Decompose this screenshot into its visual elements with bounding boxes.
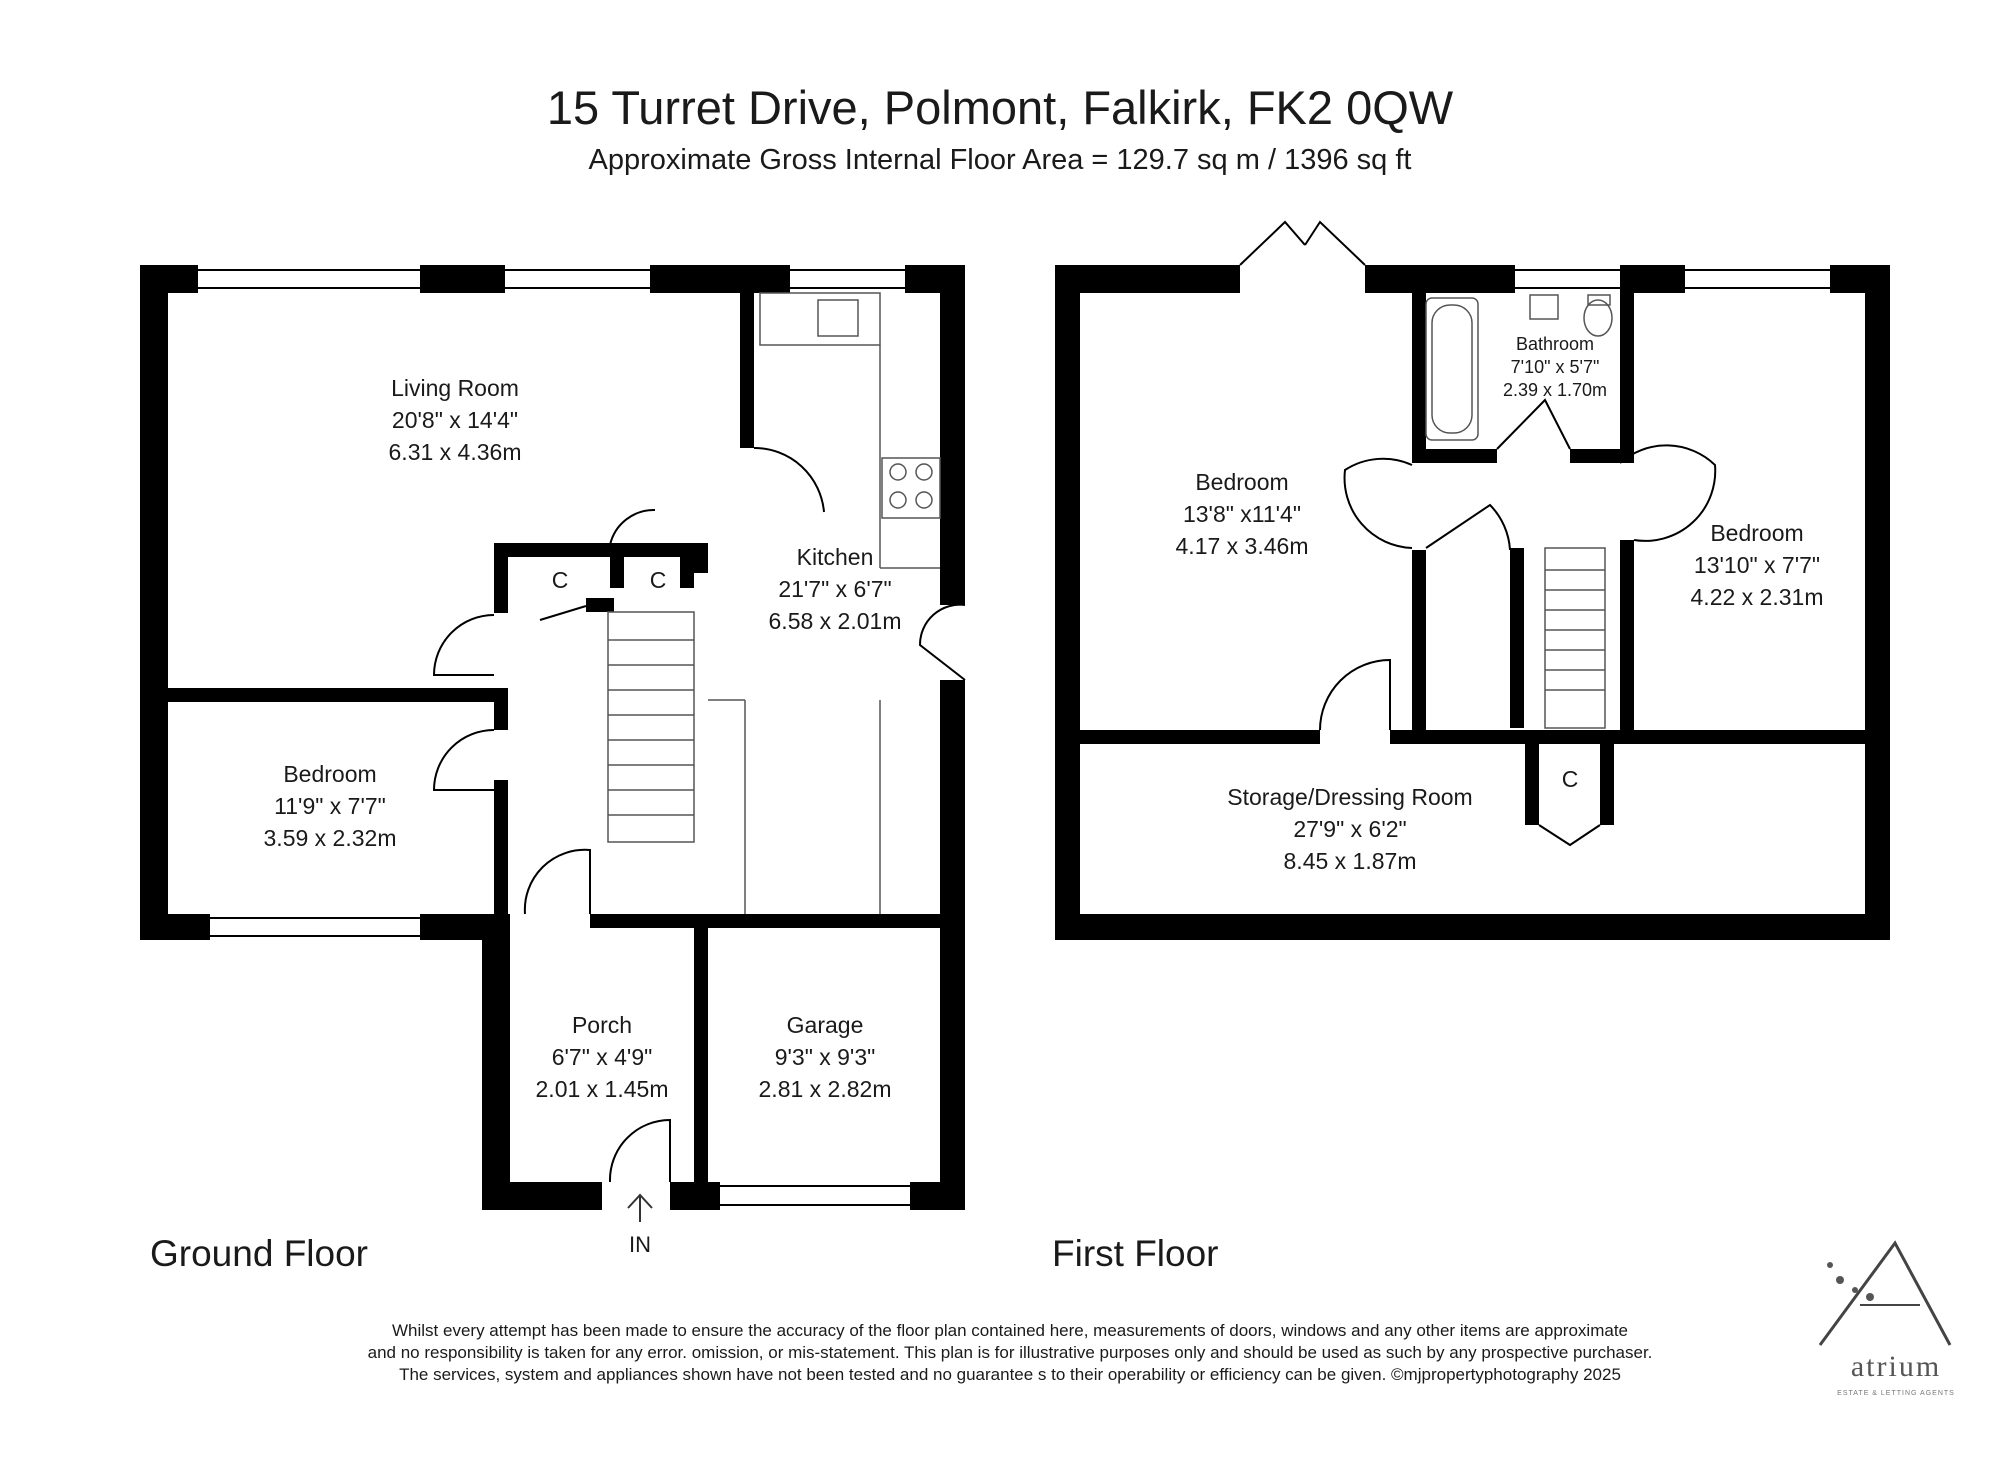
disclaimer-line: The services, system and appliances show… <box>399 1365 1621 1384</box>
kitchen-fixtures <box>708 292 941 914</box>
first-floor-label: First Floor <box>1052 1233 1219 1274</box>
porch-metric: 2.01 x 1.45m <box>536 1076 669 1102</box>
ground-floor-label: Ground Floor <box>150 1233 368 1274</box>
ground-floor-doors <box>432 446 966 1183</box>
disclaimer-line: Whilst every attempt has been made to en… <box>392 1321 1628 1340</box>
first-bedroom-right-imperial: 13'10" x 7'7" <box>1694 552 1820 578</box>
kitchen-metric: 6.58 x 2.01m <box>769 608 902 634</box>
storage-room-imperial: 27'9" x 6'2" <box>1293 816 1406 842</box>
disclaimer-line: and no responsibility is taken for any e… <box>367 1343 1653 1362</box>
floor-area-subtitle: Approximate Gross Internal Floor Area = … <box>588 144 1412 176</box>
entrance-arrow-icon <box>627 1193 653 1222</box>
atrium-logo-icon <box>1818 1240 1952 1346</box>
first-bedroom-right-name: Bedroom <box>1710 520 1803 546</box>
ground-floor-walls <box>140 265 965 1210</box>
bathroom-fixtures <box>1425 294 1613 441</box>
bathroom-metric: 2.39 x 1.70m <box>1503 380 1607 400</box>
ground-bedroom-imperial: 11'9" x 7'7" <box>274 793 386 819</box>
first-bedroom-right-metric: 4.22 x 2.31m <box>1691 584 1824 610</box>
kitchen-imperial: 21'7" x 6'7" <box>778 576 891 602</box>
storage-room-name: Storage/Dressing Room <box>1227 784 1472 810</box>
disclaimer: Whilst every attempt has been made to en… <box>300 1320 1720 1386</box>
first-floor-windows <box>1515 269 1830 289</box>
ground-bedroom-metric: 3.59 x 2.32m <box>264 825 397 851</box>
first-floor-doors <box>1239 220 1717 847</box>
ground-cupboard-1-label: C <box>552 567 569 593</box>
plan-title: 15 Turret Drive, Polmont, Falkirk, FK2 0… <box>546 81 1454 134</box>
ground-bedroom-name: Bedroom <box>283 761 376 787</box>
first-floor-walls <box>1055 265 1890 940</box>
first-bedroom-left-name: Bedroom <box>1195 469 1288 495</box>
first-floor-stairs <box>1544 547 1606 729</box>
logo-tagline: ESTATE & LETTING AGENTS <box>1837 1390 1955 1397</box>
living-room-name: Living Room <box>391 375 519 401</box>
garage-imperial: 9'3" x 9'3" <box>775 1044 876 1070</box>
entrance-label: IN <box>629 1232 651 1257</box>
logo-wordmark: atrium <box>1850 1350 1942 1383</box>
bathroom-name: Bathroom <box>1516 334 1594 354</box>
first-bedroom-left-imperial: 13'8" x11'4" <box>1183 501 1301 527</box>
first-bedroom-left-metric: 4.17 x 3.46m <box>1176 533 1309 559</box>
garage-metric: 2.81 x 2.82m <box>759 1076 892 1102</box>
ground-floor-stairs <box>607 611 695 843</box>
ground-cupboard-2-label: C <box>650 567 667 593</box>
garage-name: Garage <box>787 1012 864 1038</box>
first-cupboard-label: C <box>1562 766 1579 792</box>
ground-floor-windows <box>198 269 910 1206</box>
storage-room-metric: 8.45 x 1.87m <box>1284 848 1417 874</box>
living-room-imperial: 20'8" x 14'4" <box>392 407 518 433</box>
porch-name: Porch <box>572 1012 632 1038</box>
living-room-metric: 6.31 x 4.36m <box>389 439 522 465</box>
bathroom-imperial: 7'10" x 5'7" <box>1511 357 1600 377</box>
kitchen-name: Kitchen <box>797 544 874 570</box>
porch-imperial: 6'7" x 4'9" <box>552 1044 653 1070</box>
